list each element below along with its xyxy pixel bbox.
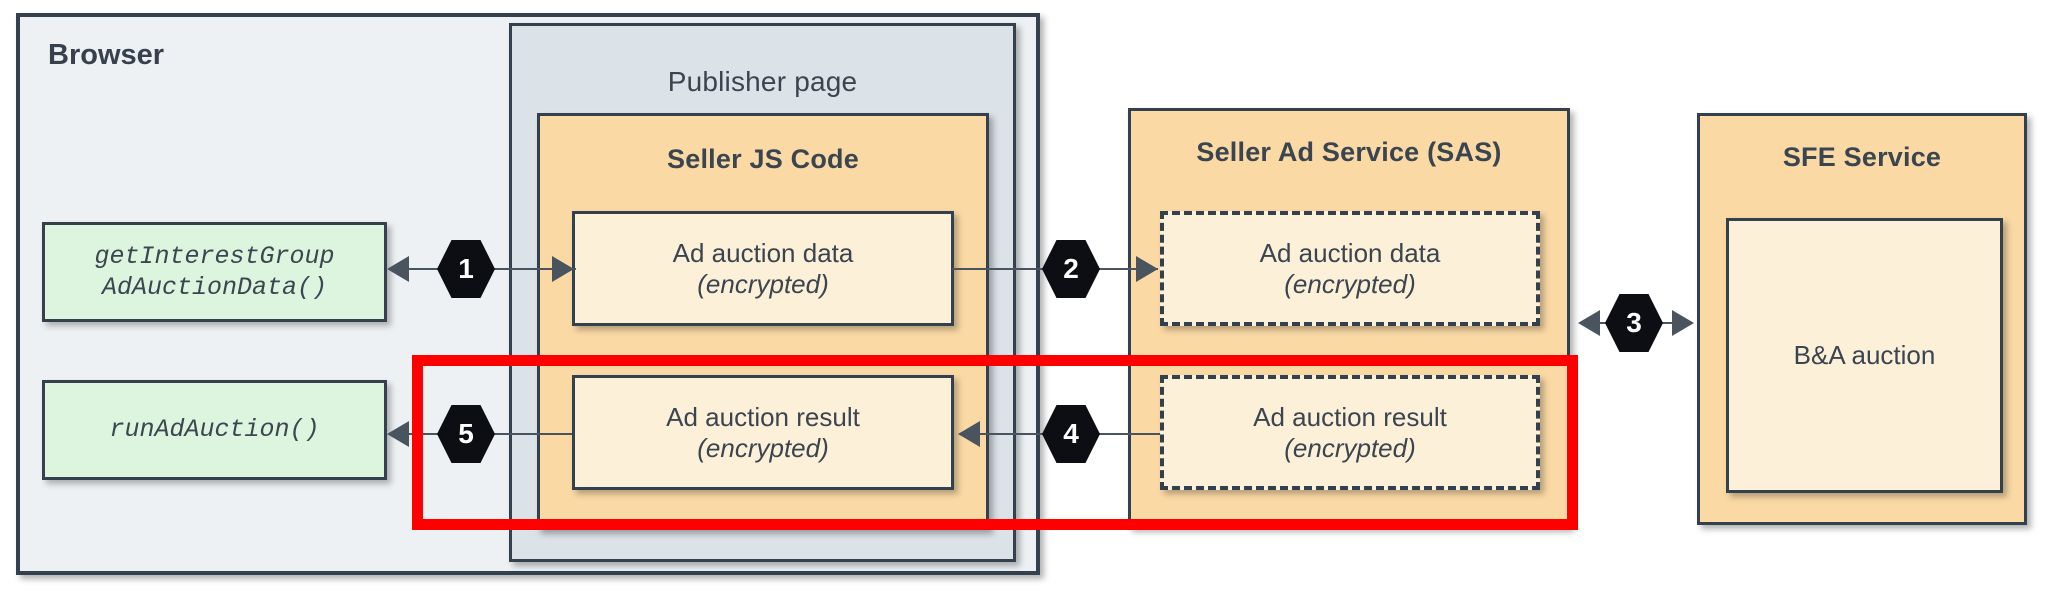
sfe-service-title: SFE Service [1782, 142, 1942, 172]
box-sublabel: (encrypted) [697, 268, 829, 299]
browser-label: Browser [48, 39, 165, 71]
step-badge-2[interactable]: 2 [1042, 240, 1100, 298]
api-label-line2: AdAuctionData() [101, 273, 328, 302]
arrowhead-step-3-right [1672, 310, 1694, 336]
seller-ad-service-title: Seller Ad Service (SAS) [1196, 137, 1502, 167]
seller-js-ad-auction-data-box[interactable]: Ad auction data (encrypted) [572, 211, 954, 326]
box-label: Ad auction result [1253, 401, 1447, 432]
box-sublabel: (encrypted) [1284, 432, 1416, 463]
arrowhead-step-2-right [1136, 256, 1158, 282]
step-badge-4[interactable]: 4 [1042, 405, 1100, 463]
api-box-run-ad-auction[interactable]: runAdAuction() [42, 380, 387, 480]
api-label-line1: getInterestGroup [94, 241, 335, 271]
arrowhead-step-5-left [387, 421, 409, 447]
arrowhead-step-3-left [1578, 310, 1600, 336]
api-box-get-interest-group-ad-auction-data[interactable]: getInterestGroup AdAuctionData() [42, 222, 387, 322]
box-label: Ad auction data [672, 237, 854, 268]
step-badge-3[interactable]: 3 [1605, 294, 1663, 352]
seller-js-ad-auction-result-box[interactable]: Ad auction result (encrypted) [572, 375, 954, 490]
box-sublabel: (encrypted) [697, 432, 829, 463]
box-label: B&A auction [1793, 340, 1936, 371]
arrowhead-step-4-left [958, 421, 980, 447]
publisher-page-title: Publisher page [667, 66, 858, 97]
sas-ad-auction-data-box[interactable]: Ad auction data (encrypted) [1160, 211, 1540, 326]
sfe-bna-auction-box[interactable]: B&A auction [1726, 218, 2003, 493]
sas-ad-auction-result-box[interactable]: Ad auction result (encrypted) [1160, 375, 1540, 490]
seller-js-code-title: Seller JS Code [667, 144, 859, 174]
box-label: Ad auction result [666, 401, 860, 432]
box-sublabel: (encrypted) [1284, 268, 1416, 299]
arrowhead-step-1-right [552, 256, 574, 282]
box-label: Ad auction data [1259, 237, 1441, 268]
arrowhead-step-1-left [387, 256, 409, 282]
api-label-line1: runAdAuction() [109, 415, 320, 445]
